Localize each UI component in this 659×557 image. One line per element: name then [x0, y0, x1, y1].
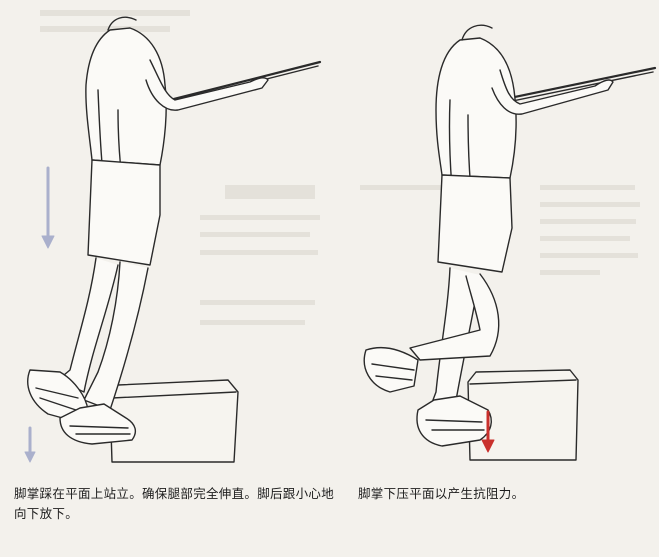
caption-heel-drop: 脚掌踩在平面上站立。确保腿部完全伸直。脚后跟小心地向下放下。	[14, 486, 335, 521]
figure-heel-drop-illustration	[24, 16, 322, 463]
shorts	[87, 159, 161, 266]
figure-press-down	[330, 0, 659, 470]
shorts	[437, 174, 513, 273]
step-block	[109, 379, 239, 463]
caption-press-down: 脚掌下压平面以产生抗阻力。	[358, 486, 525, 501]
support-bar	[168, 60, 322, 102]
down-arrow-small	[24, 426, 36, 463]
back-shoe	[363, 346, 419, 393]
arm	[491, 69, 614, 115]
arm	[145, 59, 269, 111]
down-arrow-large	[41, 166, 55, 249]
support-bar	[498, 66, 657, 102]
press-down-arrow	[481, 410, 495, 453]
step-block	[467, 369, 579, 461]
figure-press-down-illustration	[363, 24, 657, 461]
figure-heel-drop	[0, 0, 330, 470]
